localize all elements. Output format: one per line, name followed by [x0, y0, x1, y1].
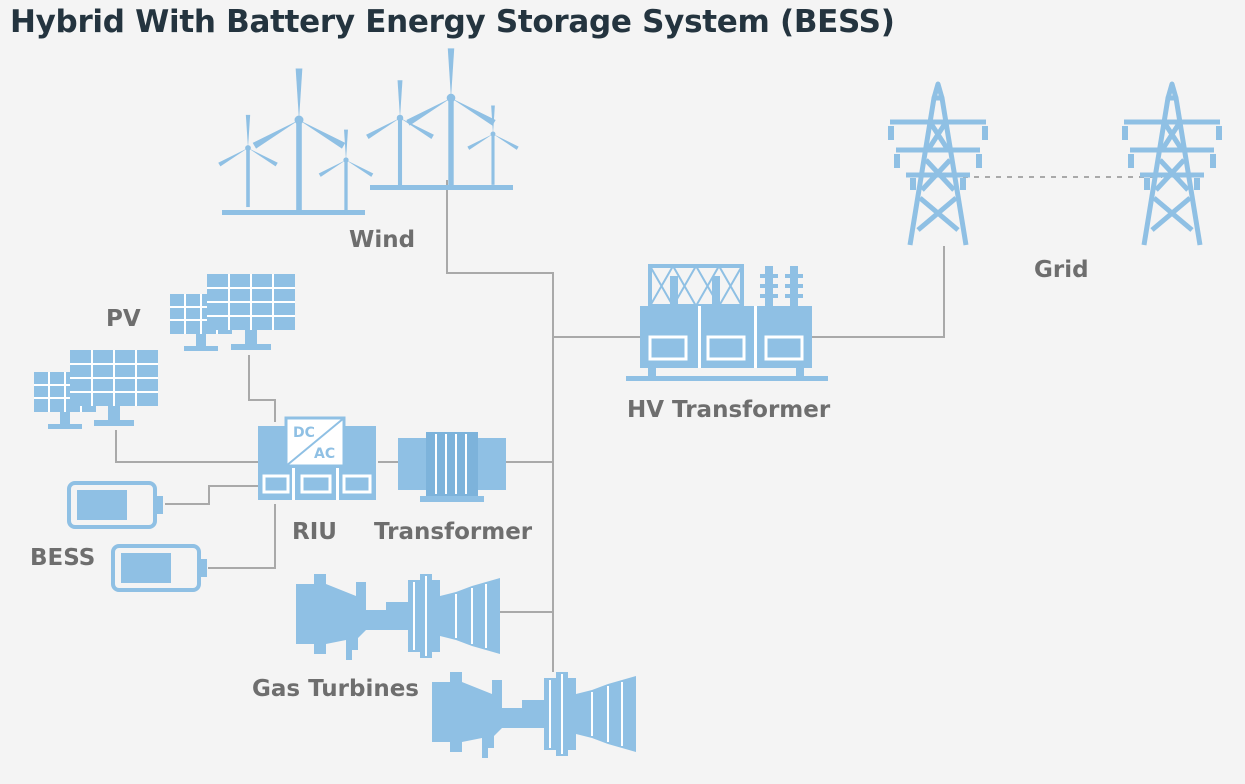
- connection-lines: [115, 176, 1162, 672]
- solar-panels-icon: [33, 273, 296, 430]
- gas-turbine-icon: [431, 671, 637, 759]
- battery-icon: [111, 544, 209, 592]
- page-title: Hybrid With Battery Energy Storage Syste…: [10, 4, 895, 40]
- label-hv-transformer: HV Transformer: [627, 397, 831, 423]
- battery-icon: [67, 481, 165, 529]
- label-pv: PV: [106, 306, 141, 332]
- transmission-tower-icon: [888, 84, 988, 245]
- label-riu: RIU: [292, 519, 337, 545]
- wind-farm-icon: [218, 48, 519, 215]
- hv-transformer-icon: [626, 263, 828, 381]
- label-grid: Grid: [1034, 257, 1089, 283]
- inverter-ac-label: AC: [314, 446, 335, 462]
- label-gas-turbines: Gas Turbines: [252, 676, 419, 702]
- label-wind: Wind: [349, 227, 416, 253]
- label-transformer: Transformer: [374, 519, 533, 545]
- inverter-dc-label: DC: [293, 425, 315, 441]
- gas-turbine-icon: [295, 573, 501, 661]
- label-bess: BESS: [30, 545, 96, 571]
- riu-inverter-icon: DC AC: [258, 416, 376, 500]
- transmission-tower-icon: [1122, 84, 1222, 245]
- transformer-icon: [398, 432, 506, 502]
